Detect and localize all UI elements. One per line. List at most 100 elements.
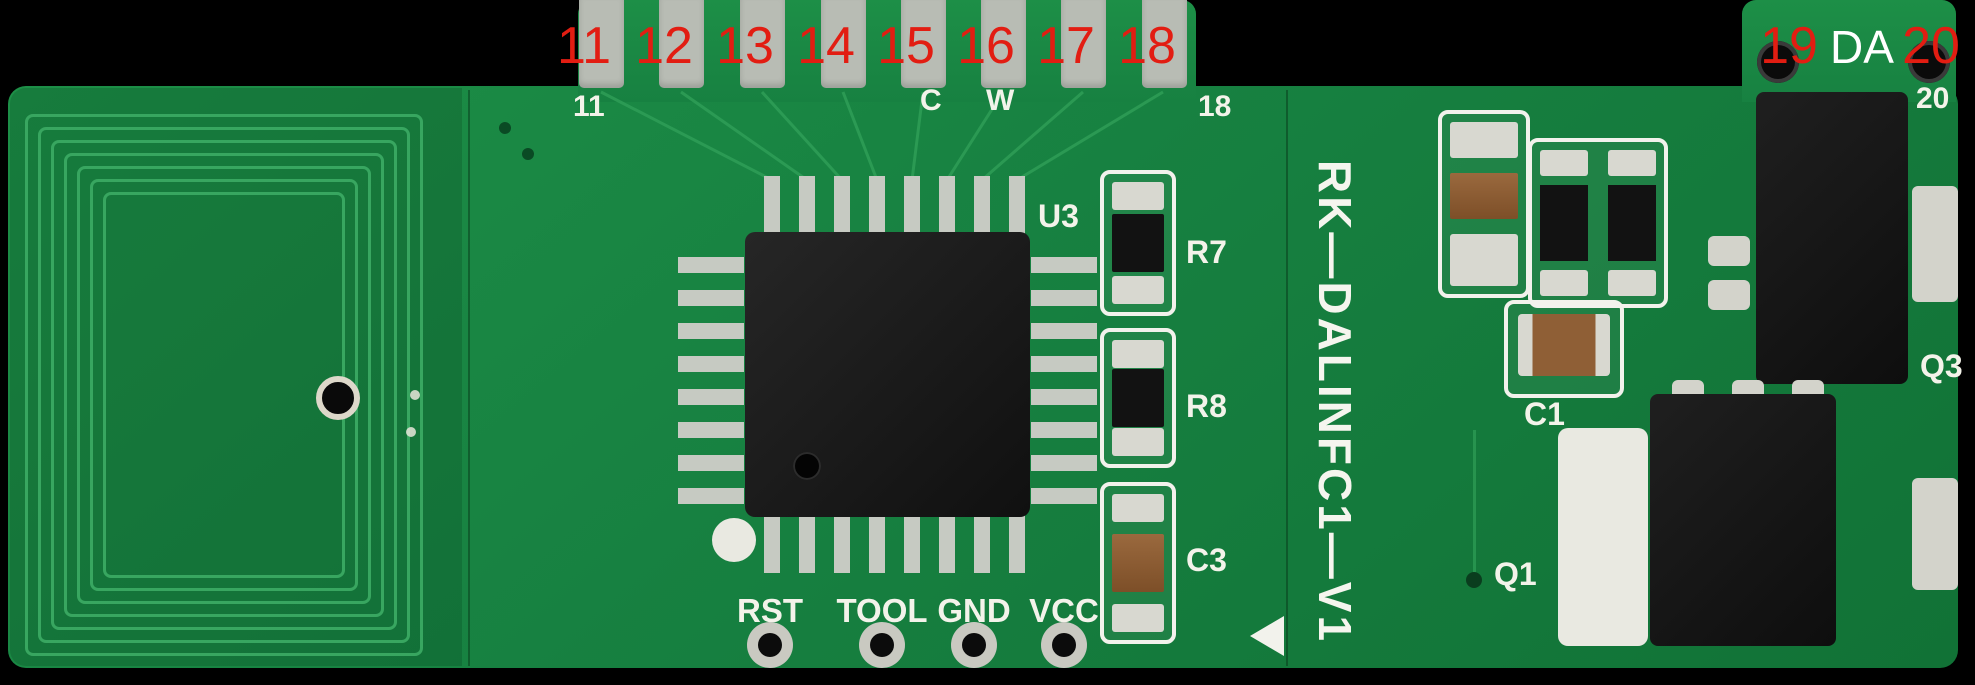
edge-pad-17: [1061, 0, 1106, 88]
small-chip-body: [1540, 185, 1588, 261]
resistor-r7-body: [1112, 214, 1164, 272]
annotation-pin-15: 15: [877, 17, 935, 75]
silkscreen-q1: Q1: [1494, 556, 1537, 592]
chip-leads-bottom: [764, 515, 1026, 573]
label-vcc: VCC: [1029, 592, 1099, 629]
silkscreen-c: C: [920, 84, 942, 117]
edge-pad: [1912, 478, 1958, 590]
transistor-q1-body: [1650, 394, 1836, 646]
chip-leads-top: [764, 176, 1026, 234]
silkscreen-c3: C3: [1186, 542, 1227, 578]
tool-pad: [859, 622, 905, 668]
capacitor-c1-body: [1518, 314, 1610, 376]
resistor-body: [1450, 173, 1518, 219]
mount-hole-20: [1908, 41, 1950, 83]
solder-pad: [1608, 150, 1656, 176]
small-chip-body: [1608, 185, 1656, 261]
via-pad: [406, 427, 416, 437]
annotation-pin-16: 16: [957, 17, 1015, 75]
gnd-pad: [951, 622, 997, 668]
annotation-pin-17: 17: [1037, 17, 1095, 75]
annotation-pin-11: 11: [557, 17, 611, 75]
capacitor-c3: [1100, 482, 1176, 644]
annotation-pin-19: 19: [1760, 17, 1818, 75]
q1-heatsink-pad: [1558, 428, 1648, 646]
solder-pad: [1708, 280, 1750, 310]
solder-pad: [1112, 604, 1164, 632]
coil-ring: [51, 140, 397, 630]
solder-pad: [1540, 270, 1588, 296]
via: [1466, 572, 1482, 588]
silkscreen-pin11: 11: [573, 90, 605, 123]
mcu-chip-u3: [745, 232, 1030, 517]
solder-pad: [1112, 340, 1164, 368]
silkscreen-q3: Q3: [1920, 348, 1963, 384]
solder-pad: [1112, 276, 1164, 304]
solder-pad: [1112, 182, 1164, 210]
antenna-zone: [10, 88, 462, 666]
board-divider-line: [1286, 90, 1288, 666]
board-name: RK—DALINFC1—V1: [1309, 159, 1361, 645]
coil-ring: [25, 114, 423, 656]
label-rst: RST: [737, 592, 803, 629]
coil-ring: [64, 153, 384, 617]
antenna-via-hole: [316, 376, 360, 420]
silkscreen-r7: R7: [1186, 234, 1227, 270]
label-tool: TOOL: [836, 592, 928, 629]
capacitor-c1: [1504, 300, 1624, 398]
silkscreen-u3: U3: [1038, 198, 1079, 234]
resistor-r7: [1100, 170, 1176, 316]
silkscreen-da-label: DA: [1830, 21, 1894, 73]
pin1-marker-dot: [793, 452, 821, 480]
pad-hole: [1052, 633, 1076, 657]
solder-pad: [1112, 494, 1164, 522]
via-pad: [410, 390, 420, 400]
polarity-triangle-marker: [1250, 616, 1284, 656]
solder-pad: [1608, 270, 1656, 296]
small-chip: [1608, 150, 1656, 296]
coil-ring: [90, 179, 358, 591]
solder-pad: [1450, 122, 1518, 158]
small-chip: [1540, 150, 1588, 296]
silkscreen-w: W: [986, 84, 1015, 117]
silkscreen-pin18: 18: [1198, 90, 1232, 123]
silkscreen-pin20: 20: [1916, 82, 1950, 115]
test-pad: [712, 518, 756, 562]
silkscreen-r8: R8: [1186, 388, 1227, 424]
vcc-pad: [1041, 622, 1087, 668]
annotation-pin-12: 12: [635, 17, 693, 75]
q3-tab-pad: [1912, 186, 1958, 302]
capacitor-c3-body: [1112, 534, 1164, 592]
solder-pad: [1450, 234, 1518, 286]
silkscreen-c1: C1: [1524, 396, 1565, 432]
mount-hole-19: [1757, 41, 1799, 83]
solder-pad: [1708, 236, 1750, 266]
solder-pad: [1112, 428, 1164, 456]
coil-ring: [38, 127, 410, 643]
dual-chip-group: [1528, 138, 1668, 308]
edge-pad-14: [821, 0, 866, 88]
label-gnd: GND: [937, 592, 1011, 629]
resistor-r8-body: [1112, 369, 1164, 427]
annotation-pin-14: 14: [797, 17, 855, 75]
trace: [1473, 430, 1476, 580]
coil-ring: [77, 166, 371, 604]
edge-pad-18: [1142, 0, 1187, 88]
vertical-resistor: [1438, 110, 1530, 298]
nfc-antenna-coil: [25, 114, 423, 656]
annotation-pin-18: 18: [1118, 17, 1176, 75]
annotation-pin-20: 20: [1902, 17, 1960, 75]
chip-leads-right: [1031, 257, 1097, 513]
pad-hole: [758, 633, 782, 657]
edge-pad-16: [981, 0, 1026, 88]
chip-leads-left: [678, 257, 744, 513]
edge-pad-13: [740, 0, 785, 88]
pad-hole: [962, 633, 986, 657]
rst-pad: [747, 622, 793, 668]
pad-hole: [870, 633, 894, 657]
edge-pad-15: [901, 0, 946, 88]
board-divider-line: [468, 90, 470, 666]
annotation-pin-13: 13: [716, 17, 774, 75]
